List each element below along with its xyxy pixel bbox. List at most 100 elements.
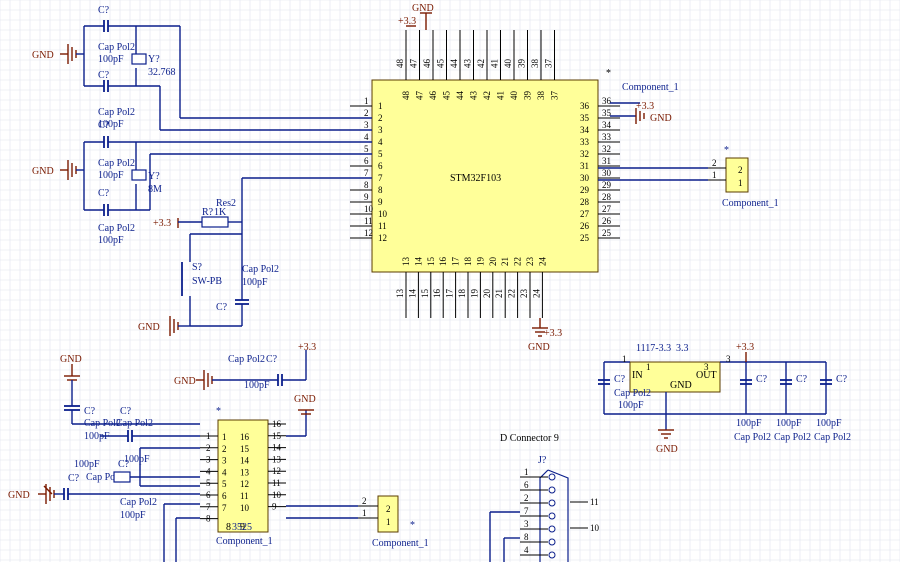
- svg-text:Cap Pol2: Cap Pol2: [774, 432, 811, 443]
- mcu-pin-number: 6: [364, 156, 369, 166]
- mcu-pin-number: 43: [463, 59, 473, 69]
- mcu-top-power: GND +3.3: [398, 3, 434, 30]
- mcu-pin-number: 27: [602, 204, 612, 214]
- svg-text:SW-PB: SW-PB: [192, 276, 222, 287]
- mcu-pin-number: 12: [378, 233, 387, 243]
- mcu-pin-number: 8: [378, 185, 383, 195]
- svg-text:100pF: 100pF: [84, 431, 110, 442]
- connector-bottom[interactable]: 2 1 2 1 * Component_1: [286, 495, 429, 549]
- svg-text:Cap Pol2: Cap Pol2: [98, 42, 135, 53]
- dconn-pin-socket: [548, 486, 556, 494]
- crystal1-block[interactable]: GND C? Cap Pol2 100pF C? Cap Pol2 100pF …: [32, 5, 372, 131]
- mcu-pin-number: 20: [488, 257, 498, 267]
- mcu-pin-number: 46: [428, 91, 438, 101]
- ic2-pin-number: 15: [240, 444, 250, 454]
- dconn-pin-socket: [548, 551, 556, 559]
- svg-text:S?: S?: [192, 262, 203, 273]
- svg-text:2: 2: [362, 496, 367, 506]
- svg-text:Y?: Y?: [148, 171, 160, 182]
- regulator-block[interactable]: 1117-3.3 3.3 1 1 3 3 IN OUT GND +3.3 GND…: [598, 342, 851, 455]
- mcu-pin-number: 36: [602, 96, 612, 106]
- svg-text:C?: C?: [84, 406, 96, 417]
- dconn-pin-socket: [548, 473, 556, 481]
- svg-text:100pF: 100pF: [776, 418, 802, 429]
- svg-text:3.3: 3.3: [676, 343, 689, 354]
- svg-text:1K: 1K: [214, 207, 227, 218]
- ic2-support: GND C? C? Cap Pol2 100pF Cap Pol2 100pF …: [8, 342, 316, 562]
- mcu-pin-number: 11: [364, 216, 373, 226]
- mcu-bottom-v33-label: +3.3: [544, 328, 562, 339]
- mcu-pin-number: 17: [451, 257, 461, 267]
- mcu-pin-number: 43: [469, 91, 479, 101]
- mcu-pin-number: 40: [509, 91, 519, 101]
- mcu-pin-number: 36: [580, 101, 590, 111]
- ic2-pin-number: 15: [272, 431, 282, 441]
- svg-text:Cap Pol2: Cap Pol2: [614, 388, 651, 399]
- mcu-pin-number: 19: [475, 257, 485, 267]
- mcu-pin-number: 2: [378, 113, 383, 123]
- svg-text:Cap Pol2: Cap Pol2: [86, 472, 123, 483]
- mcu-pin-number: 42: [482, 91, 492, 100]
- mcu-pin-number: 46: [422, 59, 432, 69]
- connector-right[interactable]: 2 1 2 1 * Component_1: [598, 145, 779, 209]
- mcu-pin-number: 25: [580, 233, 590, 243]
- mcu-pin-number: 14: [407, 289, 417, 299]
- svg-text:1: 1: [646, 362, 651, 372]
- mcu-pin-number: 4: [378, 137, 383, 147]
- ic2-pin-number: 3: [206, 455, 211, 465]
- svg-text:100pF: 100pF: [816, 418, 842, 429]
- mcu-pin-number: 48: [395, 59, 405, 69]
- mcu-top-gnd-label: GND: [412, 3, 434, 14]
- mcu-pin-number: 30: [602, 168, 612, 178]
- svg-text:11: 11: [590, 497, 599, 507]
- mcu-pin-number: 26: [580, 221, 590, 231]
- svg-text:1: 1: [712, 170, 717, 180]
- mcu-pin-number: 4: [364, 132, 369, 142]
- dconn-title: D Connector 9: [500, 433, 559, 444]
- mcu-pin-number: 38: [530, 59, 540, 69]
- mcu-pin-number: 32: [602, 144, 611, 154]
- svg-text:*: *: [410, 520, 415, 531]
- mcu-top-v33-label: +3.3: [398, 16, 416, 27]
- component-top-right-label: Component_1: [622, 82, 679, 93]
- mcu-pin-number: 24: [537, 257, 547, 267]
- mcu-pin-number: 17: [445, 289, 455, 299]
- svg-text:8M: 8M: [148, 184, 162, 195]
- mcu-pin-number: 11: [378, 221, 387, 231]
- reset-block[interactable]: +3.3 GND Res2 R? 1K S? SW-PB Cap Pol2 10…: [138, 177, 372, 336]
- svg-text:C?: C?: [266, 354, 278, 365]
- mcu-pin-number: 16: [438, 257, 448, 267]
- mcu-pin-number: 12: [364, 228, 373, 238]
- ic2-pin-number: 8: [206, 514, 211, 524]
- ic2-pin-number: 3: [222, 456, 227, 466]
- ic2-pin-number: 11: [240, 491, 249, 501]
- svg-text:100pF: 100pF: [736, 418, 762, 429]
- crystal2-block[interactable]: GND C? Cap Pol2 100pF C? Cap Pol2 100pF …: [32, 120, 372, 246]
- ic2-pin-number: 11: [272, 478, 281, 488]
- ic2-pin-number: 1: [206, 431, 211, 441]
- mcu-pin-number: 20: [482, 289, 492, 299]
- svg-text:9: 9: [240, 522, 245, 533]
- mcu-pin-number: 41: [490, 59, 500, 68]
- svg-text:C?: C?: [118, 459, 130, 470]
- ic2-pin-number: 6: [222, 491, 227, 501]
- svg-text:*: *: [724, 145, 729, 156]
- svg-text:100pF: 100pF: [98, 235, 124, 246]
- svg-text:GND: GND: [8, 490, 30, 501]
- right-gnd-label: GND: [650, 113, 672, 124]
- mcu-pin-number: 23: [519, 289, 529, 299]
- svg-text:Cap Pol2: Cap Pol2: [814, 432, 851, 443]
- right-v33-label: +3.3: [636, 101, 654, 112]
- svg-text:8: 8: [226, 522, 231, 533]
- mcu-pin-number: 9: [364, 192, 369, 202]
- mcu-pin-number: 18: [463, 257, 473, 267]
- ic2-pin-number: 5: [206, 478, 211, 488]
- dconn-pin-number: 7: [524, 506, 529, 516]
- svg-text:C?: C?: [98, 120, 110, 131]
- mcu-pin-number: 5: [364, 144, 369, 154]
- mcu-pin-number: 29: [580, 185, 590, 195]
